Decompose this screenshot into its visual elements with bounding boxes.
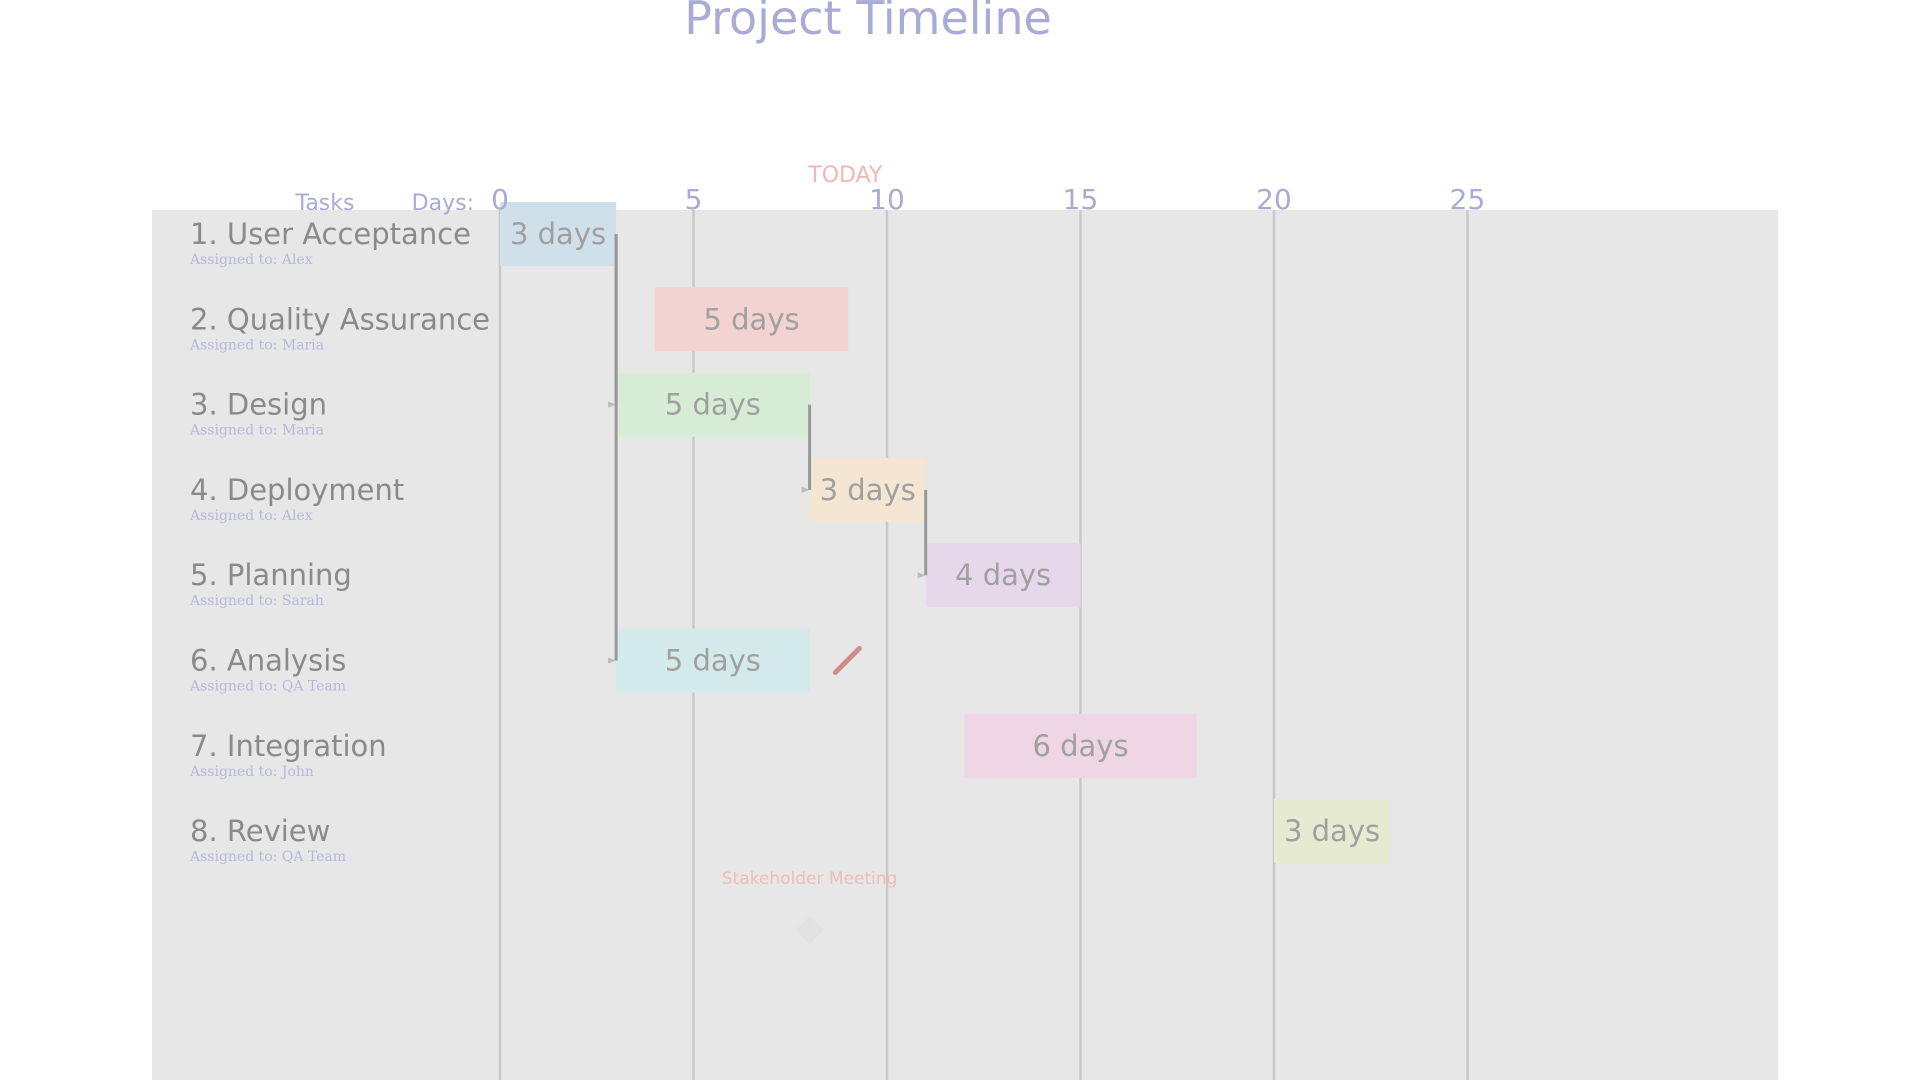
task-name: 7. Integration: [190, 729, 387, 763]
task-bar-group: 5 days: [654, 287, 849, 352]
task-assignee: Assigned to: Alex: [189, 508, 313, 524]
task-name: 8. Review: [190, 814, 330, 848]
plot-background: [152, 210, 1778, 1080]
milestone-diamond-icon: [795, 916, 824, 944]
tasks-header: Tasks: [295, 191, 355, 216]
task-bar: [616, 628, 810, 693]
today-marker: [832, 646, 862, 675]
task-assignee: Assigned to: Maria: [189, 423, 324, 439]
task-bar: [809, 457, 926, 522]
task-bar: [500, 202, 617, 266]
today-line: [832, 646, 862, 675]
task-assignee: Assigned to: QA Team: [189, 849, 346, 865]
task-assignee: Assigned to: Alex: [189, 252, 313, 268]
task-bar-group: 5 days: [616, 372, 810, 437]
days-header: Days:: [412, 191, 474, 216]
x-tick-label: 15: [1063, 183, 1099, 216]
dependency-arrow-icon: [917, 572, 926, 579]
dependency-lines: [608, 234, 928, 664]
x-tick-label: 25: [1450, 183, 1486, 216]
milestone-label: Stakeholder Meeting: [722, 869, 898, 889]
task-name: 2. Quality Assurance: [190, 302, 490, 336]
x-tick-label: 5: [685, 183, 703, 216]
task-bar-label: 5 days: [703, 302, 799, 336]
task-bar: [925, 543, 1081, 608]
task-bar-label: 5 days: [665, 644, 761, 678]
task-bar-group: 3 days: [1274, 799, 1391, 864]
task-name: 3. Design: [190, 388, 327, 422]
task-name: 4. Deployment: [190, 473, 404, 507]
task-assignee: Assigned to: John: [189, 764, 314, 780]
task-bar-group: 5 days: [616, 628, 810, 693]
task-bar: [964, 713, 1197, 778]
task-bars: 3 days 5 days 5 days 3 days 4 days 5 days 6 da…: [500, 202, 1391, 864]
today-label: TODAY: [807, 163, 883, 188]
task-bar-label: 3 days: [510, 217, 606, 251]
dependency-arrow-icon: [608, 401, 617, 408]
task-name: 6. Analysis: [190, 644, 346, 678]
task-bar-label: 3 days: [820, 473, 916, 507]
grid-lines: [498, 210, 1469, 1080]
task-bar-label: 5 days: [665, 388, 761, 422]
task-assignee: Assigned to: Maria: [189, 337, 324, 353]
task-name: 1. User Acceptance: [190, 217, 471, 251]
task-bar: [654, 287, 849, 352]
dependency-arrow-icon: [801, 486, 810, 493]
task-bar-group: 6 days: [964, 713, 1197, 778]
task-assignee: Assigned to: QA Team: [189, 679, 346, 695]
task-bar-group: 3 days: [500, 202, 617, 266]
x-tick-label: 10: [869, 183, 905, 216]
task-bar-group: 3 days: [809, 457, 926, 522]
x-tick-label: 20: [1256, 183, 1292, 216]
task-bar-label: 3 days: [1284, 814, 1380, 848]
chart-title: Project Timeline: [684, 0, 1052, 45]
task-assignee: Assigned to: Sarah: [189, 593, 324, 609]
task-bar-label: 4 days: [955, 558, 1051, 592]
task-bar-group: 4 days: [925, 543, 1081, 608]
task-bar: [616, 372, 810, 437]
x-tick-label: 0: [491, 183, 509, 216]
x-axis-ticks: 0 5 10 15 20 25: [491, 183, 1485, 216]
task-bar: [1274, 799, 1391, 864]
dependency-arrow-icon: [608, 657, 617, 664]
task-name: 5. Planning: [190, 558, 352, 592]
task-bar-label: 6 days: [1032, 729, 1128, 763]
